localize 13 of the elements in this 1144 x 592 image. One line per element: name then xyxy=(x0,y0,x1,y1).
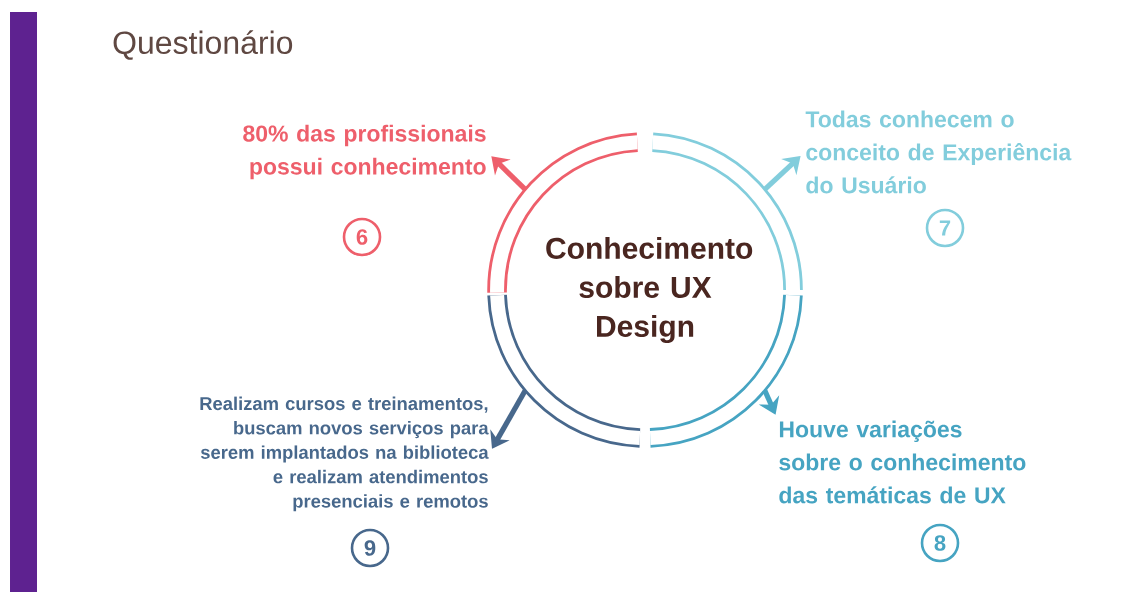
number-badge: 9 xyxy=(350,528,390,568)
number-badge: 7 xyxy=(925,208,965,248)
title: Questionário xyxy=(113,30,293,60)
arrow xyxy=(490,389,528,449)
finding-text: Todas conhecem o conceito de Experiência do Usuário xyxy=(805,110,1072,194)
finding-text: Houve variações sobre o conhecimento das temáticas de UX xyxy=(779,420,1026,504)
side-bar xyxy=(10,12,37,592)
arrow xyxy=(763,156,801,192)
finding-text: 80% das profissionais possui conhecimento xyxy=(243,124,486,180)
number-badge: 6 xyxy=(342,217,382,257)
finding-text: Realizam cursos e treinamentos, buscam novos serviços para serem implantados na biblioteca e realizam atendimentos presenciais e remotos xyxy=(200,396,489,512)
number-badge: 8 xyxy=(920,523,960,563)
arrow xyxy=(491,156,528,192)
